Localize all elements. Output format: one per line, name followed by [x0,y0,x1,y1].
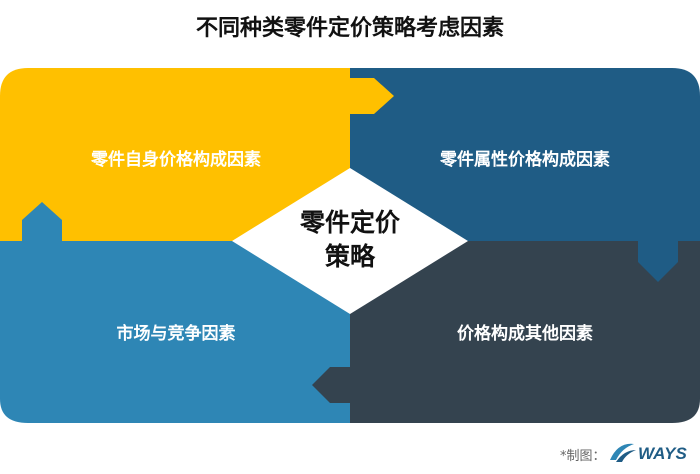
page-title: 不同种类零件定价策略考虑因素 [195,16,504,41]
quadrant-bottom-right-label: 价格构成其他因素 [457,324,593,344]
ways-logo-swoosh-icon [610,443,634,460]
quadrant-top-left-label: 零件自身价格构成因素 [91,150,261,170]
center-label-line2: 策略 [324,242,375,271]
center-diamond [232,168,468,314]
quadrant-top-right [350,68,700,241]
arrow-left-icon [312,367,350,403]
center-label: 零件定价 策略 [275,206,425,274]
credit-prefix: *制图： [560,449,606,464]
ways-logo: WAYS [610,443,687,463]
quadrant-top-left [0,68,350,241]
arrow-down-icon [638,241,678,282]
quadrant-bottom-right [350,241,700,423]
center-label-line1: 零件定价 [299,208,400,237]
ways-logo-swoosh2-icon [616,450,636,462]
quadrant-top-right-label: 零件属性价格构成因素 [440,150,610,170]
ways-logo-text: WAYS [638,444,687,463]
quadrant-bottom-left [0,241,350,423]
quadrant-bottom-left-label: 市场与竞争因素 [116,324,236,344]
arrow-right-icon [350,78,394,114]
arrow-up-icon [22,202,62,241]
